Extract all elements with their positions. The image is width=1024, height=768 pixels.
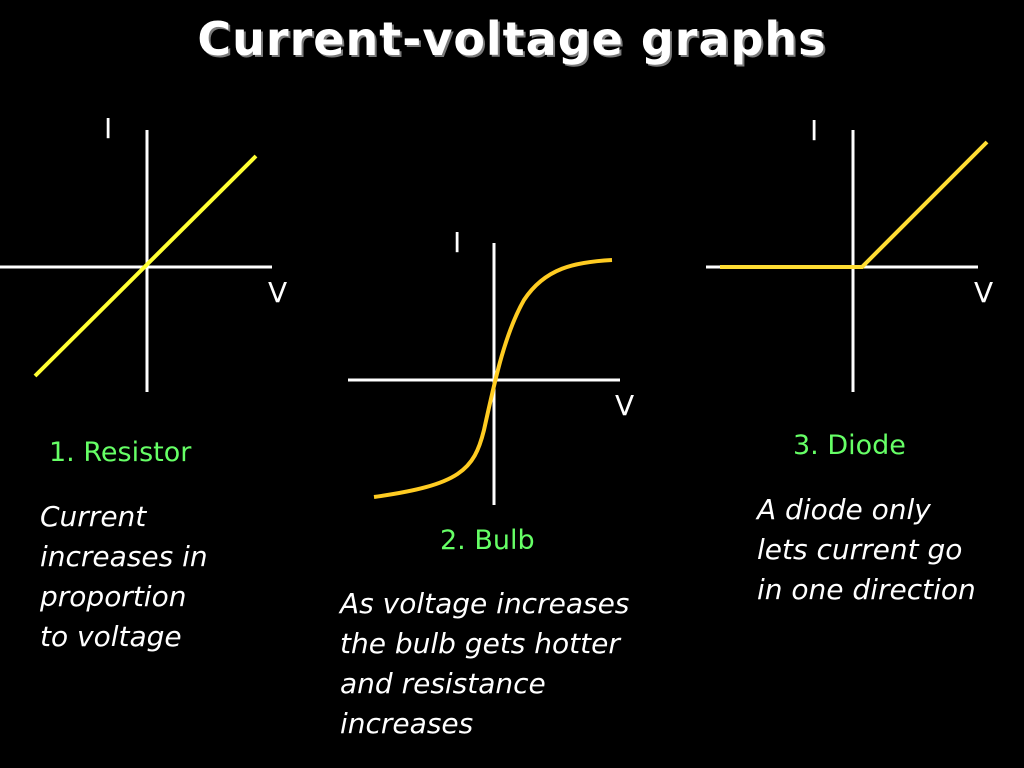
resistor-iv-line bbox=[33, 154, 258, 378]
bulb-caption: 2. Bulb bbox=[440, 525, 535, 556]
diode-graph bbox=[706, 130, 989, 392]
diode-description: A diode only lets current go in one dire… bbox=[757, 493, 976, 606]
bulb-description: As voltage increases the bulb gets hotte… bbox=[340, 587, 630, 740]
resistor-graph bbox=[0, 130, 272, 392]
diode-iv-line bbox=[720, 140, 989, 269]
page-title: Current-voltage graphs bbox=[197, 12, 827, 66]
resistor-description: Current increases in proportion to volta… bbox=[40, 500, 208, 653]
bulb-current-label: I bbox=[453, 226, 462, 259]
diode-voltage-label: V bbox=[974, 276, 994, 309]
diode-caption: 3. Diode bbox=[793, 430, 906, 461]
bulb-voltage-label: V bbox=[615, 389, 635, 422]
resistor-voltage-label: V bbox=[268, 276, 288, 309]
bulb-iv-curve bbox=[373, 258, 613, 499]
bulb-graph bbox=[348, 243, 620, 505]
diode-current-label: I bbox=[810, 114, 819, 147]
resistor-current-label: I bbox=[104, 112, 113, 145]
resistor-caption: 1. Resistor bbox=[49, 437, 192, 468]
